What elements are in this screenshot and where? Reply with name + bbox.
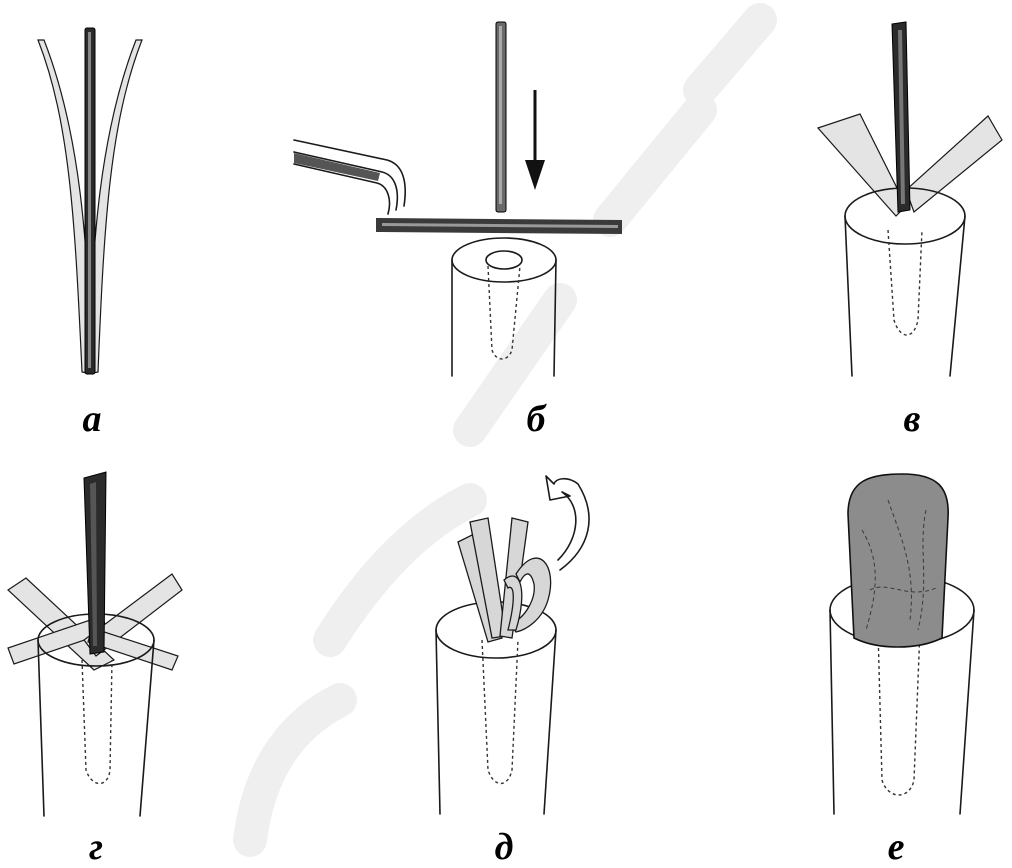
panel-v-drawing	[810, 20, 1010, 380]
caption-d: д	[474, 828, 534, 866]
panel-v	[810, 20, 1010, 380]
caption-b: б	[506, 400, 566, 438]
caption-a: а	[62, 400, 122, 438]
panel-b	[292, 20, 632, 380]
panel-d	[430, 470, 630, 820]
panel-d-drawing	[430, 470, 630, 820]
panel-e	[818, 470, 998, 820]
panel-e-drawing	[818, 470, 998, 820]
panel-g	[4, 470, 194, 820]
panel-b-drawing	[292, 20, 632, 380]
panel-g-drawing	[4, 470, 194, 820]
caption-g: г	[66, 828, 126, 866]
caption-e: е	[866, 828, 926, 866]
caption-v: в	[882, 400, 942, 438]
panel-a	[30, 22, 150, 382]
panel-a-drawing	[30, 22, 150, 382]
